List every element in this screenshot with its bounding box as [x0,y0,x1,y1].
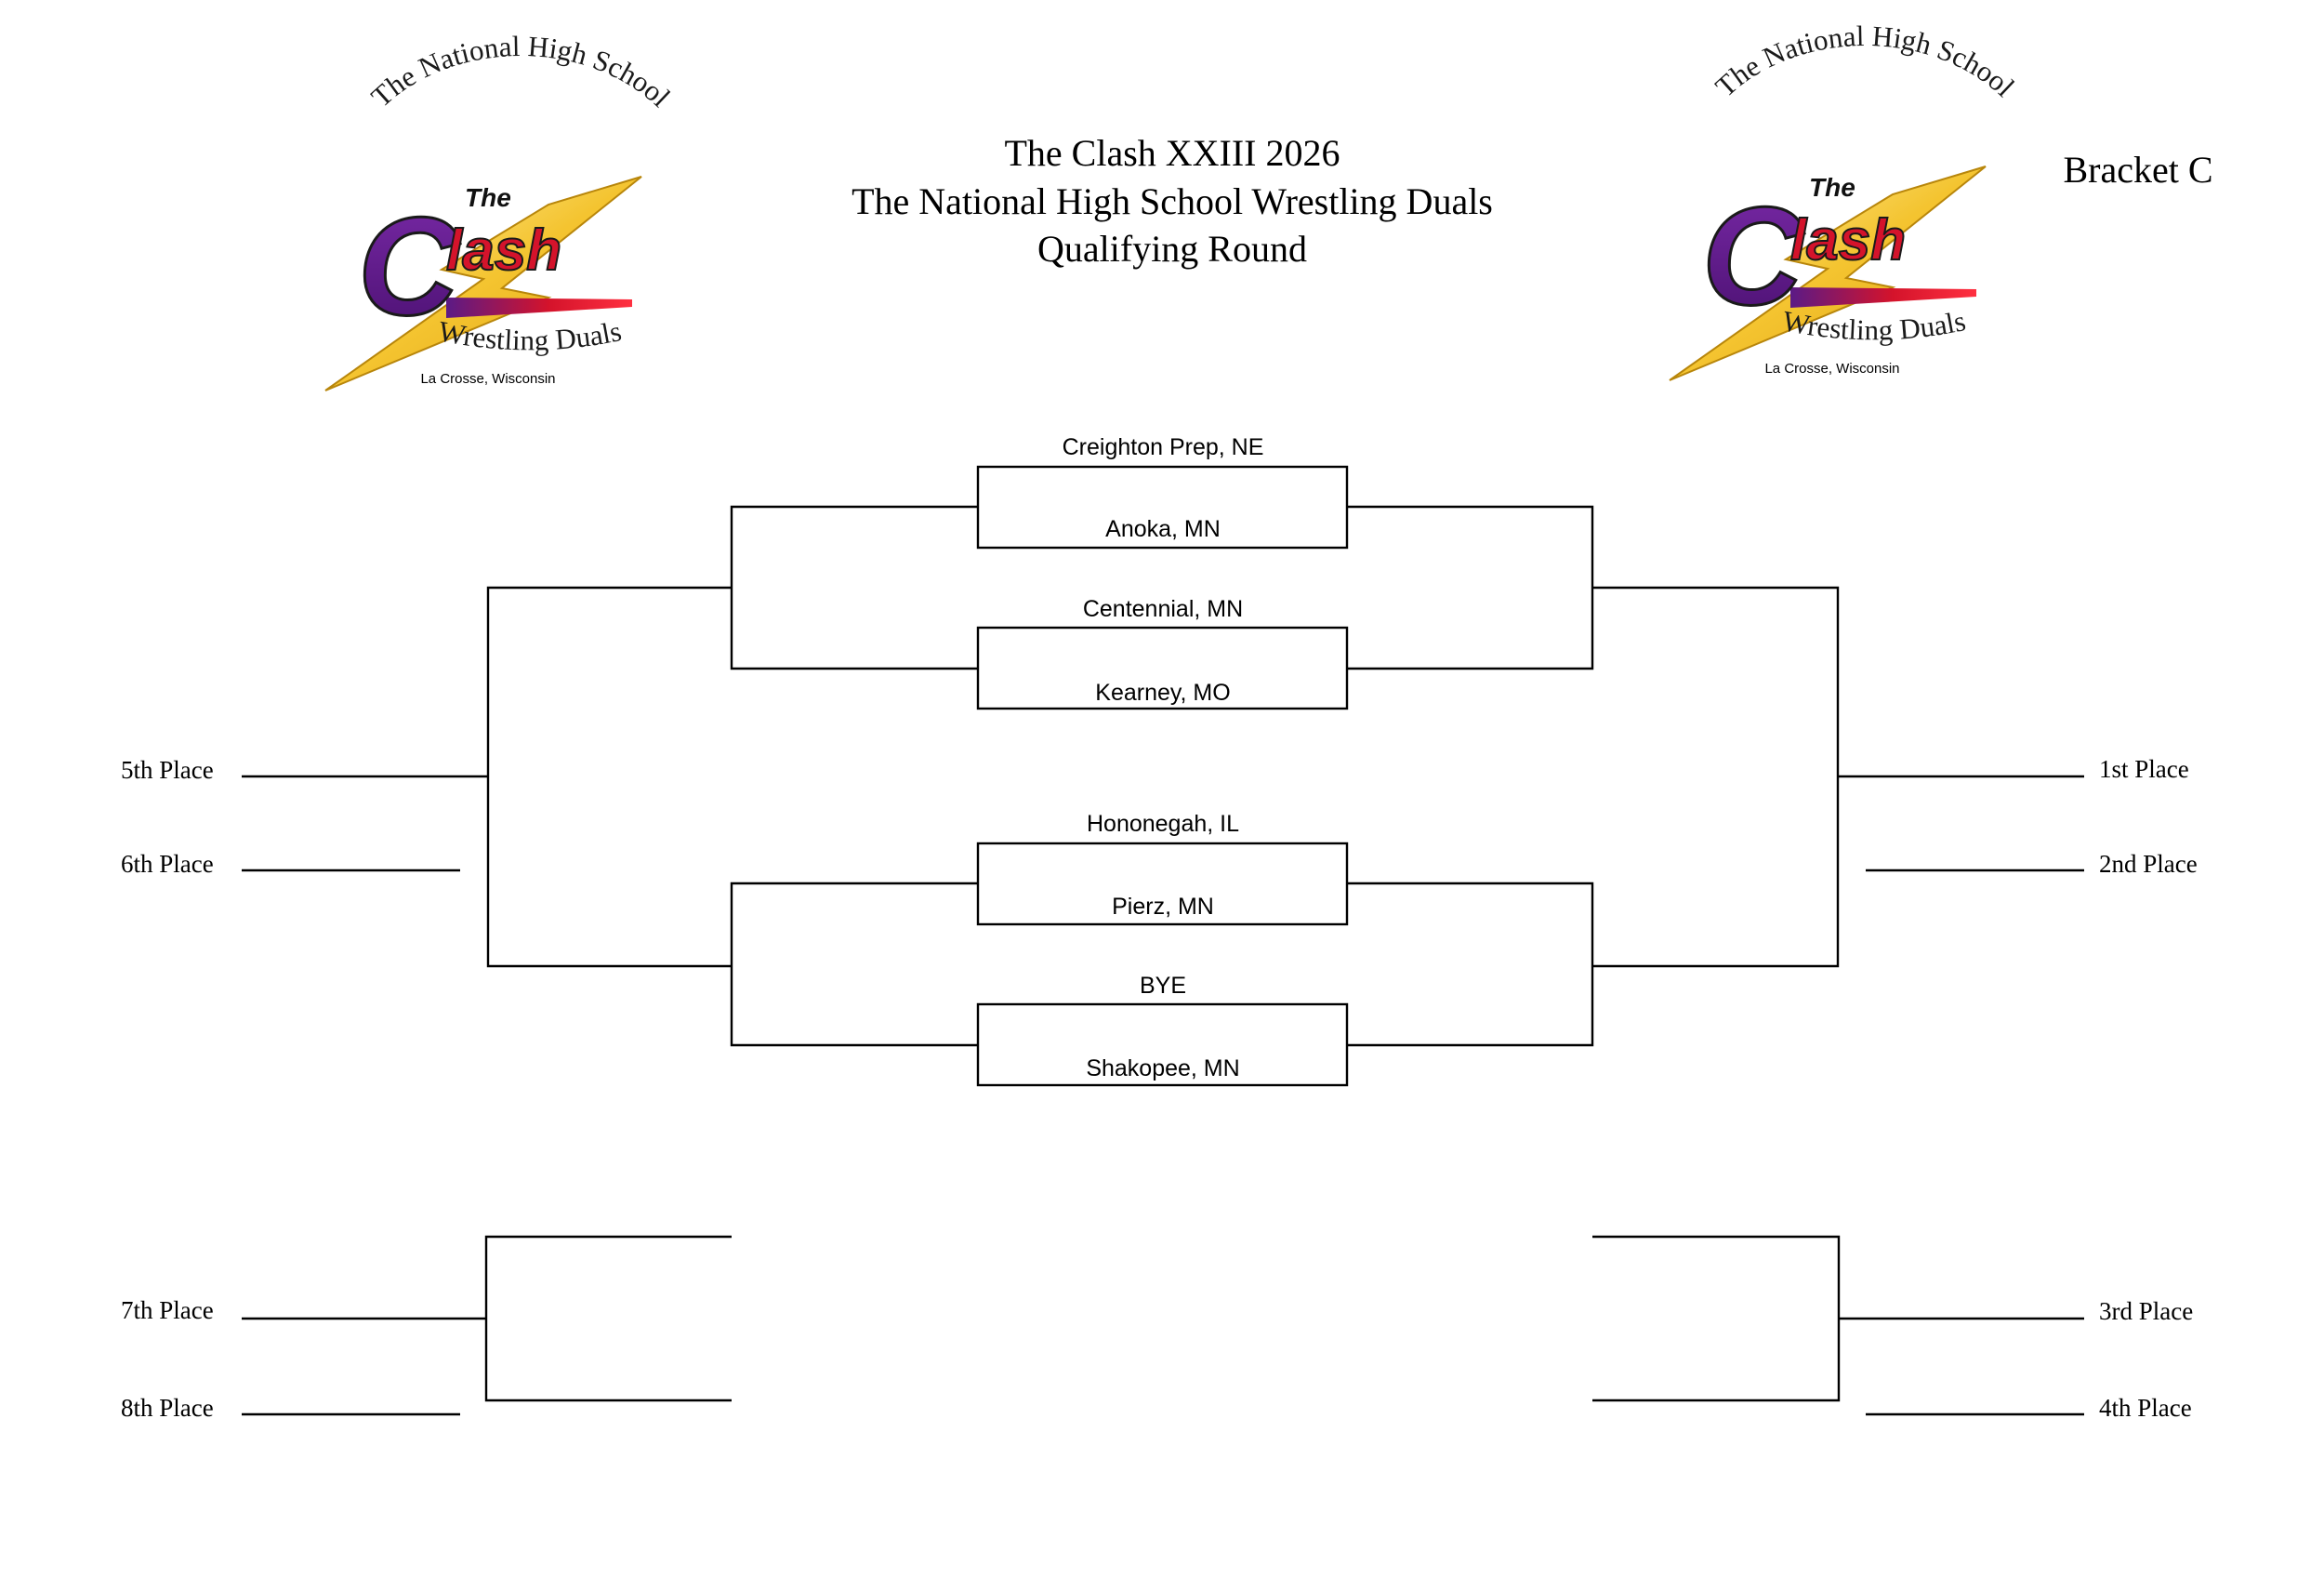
right-connector-top [1347,505,1594,670]
logo-location: La Crosse, Wisconsin [420,371,555,387]
logo-top-text: The National High School [364,30,677,113]
place-label-4th: 4th Place [2099,1394,2192,1422]
bracket-label: Bracket C [2063,149,2212,191]
right-semifinal-connector [1592,586,1840,968]
place-label-3rd: 3rd Place [2099,1297,2193,1325]
team-bottom: Shakopee, MN [1086,1055,1239,1081]
clash-logo-right: The National High School C The lash La C… [1669,20,2021,381]
title-line-2: The National High School Wrestling Duals [852,180,1493,222]
title-line-1: The Clash XXIII 2026 [1004,132,1340,174]
match-1: Creighton Prep, NE Anoka, MN [976,434,1349,550]
lightning-bolt-icon [324,176,642,391]
logo-the-text: The [1809,173,1855,202]
team-bottom: Kearney, MO [1095,680,1230,706]
logo-lash-text: lash [1790,208,1906,272]
third-fourth-connector [1592,1235,1841,1402]
logo-location: La Crosse, Wisconsin [1764,361,1899,377]
team-bottom: Anoka, MN [1105,516,1221,542]
team-top: Hononegah, IL [1087,811,1239,837]
logo-c-letter: C [1702,178,1805,334]
place-label-2nd: 2nd Place [2099,850,2198,878]
logo-streak [1790,287,1976,308]
place-label-1st: 1st Place [2099,755,2189,783]
logo-lash-text: lash [446,219,561,283]
seventh-eighth-connector [484,1235,732,1402]
left-semifinal-connector [486,586,732,968]
lower-left-bracket [242,1235,732,1416]
team-top: Centennial, MN [1083,596,1243,622]
right-connector-bottom [1347,882,1594,1047]
lightning-bolt-icon [1669,166,1987,381]
clash-logo-left: The National High School C The lash La C… [324,30,677,391]
logo-streak [446,298,632,318]
logo-bottom-text: Wrestling Duals [436,314,625,356]
left-connector-bottom [730,882,978,1047]
place-label-8th: 8th Place [121,1394,214,1422]
left-connector-top [730,505,978,670]
team-top: BYE [1140,973,1186,999]
place-label-6th: 6th Place [121,850,214,878]
team-top: Creighton Prep, NE [1063,434,1264,460]
lower-right-bracket [1592,1235,2084,1416]
team-bottom: Pierz, MN [1112,894,1214,920]
match-4: BYE Shakopee, MN [976,973,1349,1087]
match-2: Centennial, MN Kearney, MO [976,596,1349,710]
logo-bottom-text: Wrestling Duals [1780,304,1969,346]
logo-the-text: The [465,183,511,212]
right-championship-bracket [1347,505,2084,1047]
match-3: Hononegah, IL Pierz, MN [976,811,1349,926]
title-line-3: Qualifying Round [1037,228,1307,270]
place-label-5th: 5th Place [121,756,214,784]
left-consolation-bracket [242,505,978,1047]
logo-c-letter: C [358,188,461,344]
place-label-7th: 7th Place [121,1296,214,1324]
logo-top-text: The National High School [1709,20,2021,103]
